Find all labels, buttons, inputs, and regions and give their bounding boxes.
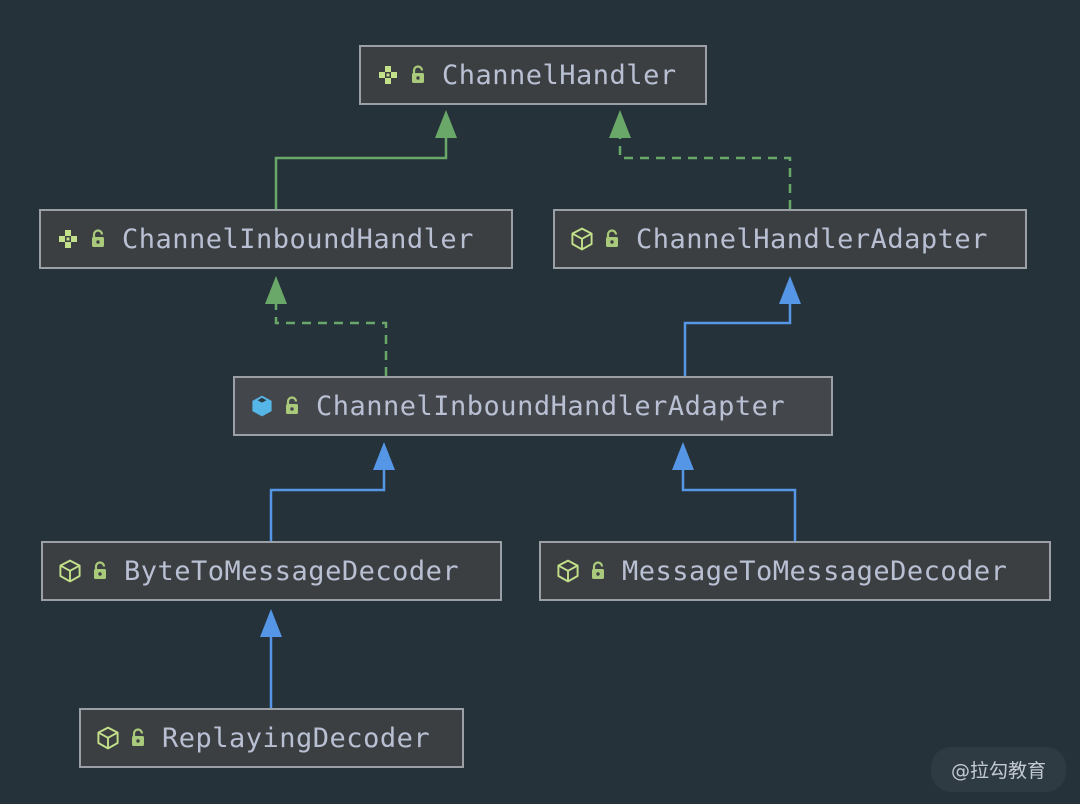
edge-inbound-adapter-to-inbound-handler (265, 276, 388, 376)
node-replaying-decoder[interactable]: ReplayingDecoder (79, 708, 464, 768)
node-channel-handler[interactable]: ChannelHandler (359, 45, 707, 105)
edge-replaying-to-byte-decoder (260, 609, 282, 708)
edge-inbound-adapter-to-handler-adapter (683, 276, 801, 376)
node-icons (57, 558, 110, 584)
unlock-icon (92, 229, 104, 247)
class-icon (59, 559, 81, 583)
node-icons (555, 558, 608, 584)
class-icon (97, 726, 119, 750)
node-icons (55, 226, 108, 252)
edge-message-decoder-to-inbound-adapter (672, 442, 797, 541)
node-channel-inbound-handler[interactable]: ChannelInboundHandler (39, 209, 513, 269)
node-label: MessageToMessageDecoder (622, 555, 1008, 587)
node-label: ByteToMessageDecoder (124, 555, 460, 587)
edge-byte-decoder-to-inbound-adapter (269, 442, 395, 541)
node-icons (375, 62, 428, 88)
node-label: ChannelInboundHandlerAdapter (316, 390, 786, 422)
node-message-to-message-decoder[interactable]: MessageToMessageDecoder (539, 541, 1051, 601)
node-label: ChannelHandler (442, 59, 677, 91)
node-label: ReplayingDecoder (162, 722, 431, 754)
edge-inbound-handler-to-handler (274, 110, 457, 209)
class-icon (571, 227, 593, 251)
unlock-icon (286, 396, 298, 414)
class-icon-selected (252, 395, 272, 417)
node-channel-handler-adapter[interactable]: ChannelHandlerAdapter (553, 209, 1027, 269)
watermark: @拉勾教育 (930, 747, 1066, 792)
node-icons (95, 725, 148, 751)
node-byte-to-message-decoder[interactable]: ByteToMessageDecoder (41, 541, 502, 601)
unlock-icon (412, 65, 424, 83)
edge-handler-adapter-to-handler (609, 110, 792, 209)
node-icons (569, 226, 622, 252)
node-channel-inbound-handler-adapter[interactable]: ChannelInboundHandlerAdapter (233, 376, 833, 436)
interface-icon (59, 230, 77, 248)
unlock-icon (94, 561, 106, 579)
unlock-icon (132, 728, 144, 746)
unlock-icon (592, 561, 604, 579)
node-label: ChannelInboundHandler (122, 223, 474, 255)
node-icons (249, 393, 302, 419)
interface-icon (379, 66, 397, 84)
class-icon (557, 559, 579, 583)
unlock-icon (606, 229, 618, 247)
node-label: ChannelHandlerAdapter (636, 223, 988, 255)
